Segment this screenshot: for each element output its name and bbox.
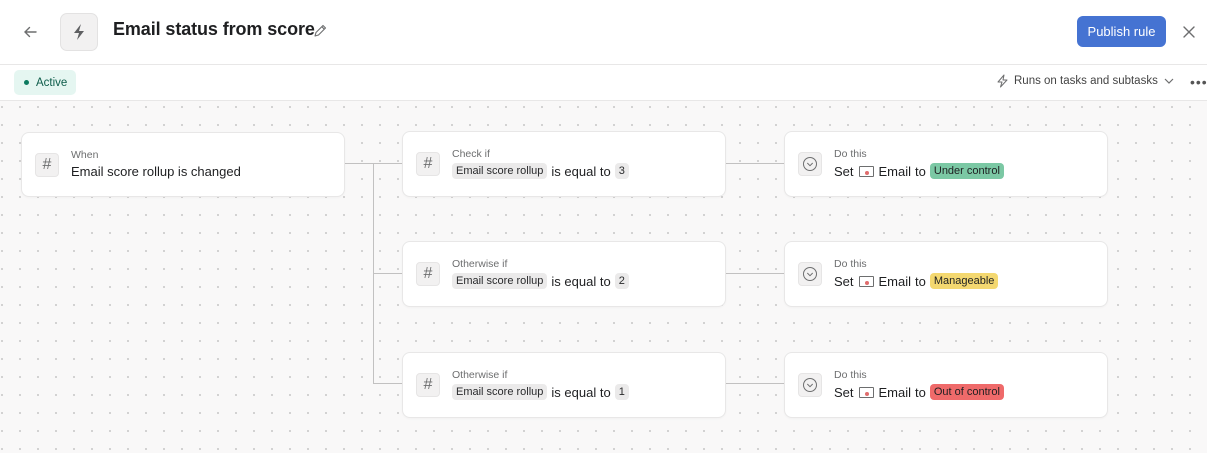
lightning-icon <box>74 24 84 40</box>
close-button[interactable] <box>1178 21 1200 43</box>
rule-header: Email status from score Publish rule <box>0 0 1207 65</box>
lightning-outline-icon <box>997 74 1008 88</box>
trigger-label: When <box>71 149 99 161</box>
option-badge[interactable]: Under control <box>929 163 1004 179</box>
workflow-canvas[interactable]: # When Email score rollup is changed # C… <box>0 101 1207 453</box>
connector-line <box>725 383 785 384</box>
email-field-icon <box>858 275 874 287</box>
back-button[interactable] <box>18 20 42 44</box>
chevron-circle-icon <box>798 373 822 397</box>
operator-text: is equal to <box>551 384 611 400</box>
chevron-circle-icon <box>798 152 822 176</box>
connector-line <box>373 383 403 384</box>
pencil-icon <box>314 24 327 37</box>
condition-body: Email score rollup is equal to 2 <box>452 273 629 289</box>
option-badge[interactable]: Out of control <box>929 384 1004 400</box>
hash-icon: # <box>416 373 440 397</box>
more-horizontal-icon: ••• <box>1190 74 1207 90</box>
condition-label: Otherwise if <box>452 369 508 381</box>
value-chip[interactable]: 2 <box>614 273 629 289</box>
hash-icon: # <box>416 152 440 176</box>
field-name: Email <box>878 163 912 179</box>
to-text: to <box>915 163 926 179</box>
field-name: Email <box>878 273 912 289</box>
action-card[interactable]: Do this Set Email to Under control <box>784 131 1108 197</box>
more-options-button[interactable]: ••• <box>1190 74 1207 90</box>
close-icon <box>1183 26 1195 38</box>
rule-subbar: Active Runs on tasks and subtasks ••• <box>0 65 1207 101</box>
runs-on-label: Runs on tasks and subtasks <box>1014 75 1158 87</box>
status-badge: Active <box>14 70 77 95</box>
rule-icon-tile <box>60 13 98 51</box>
action-body: Set Email to Out of control <box>834 384 1004 400</box>
to-text: to <box>915 384 926 400</box>
set-text: Set <box>834 163 854 179</box>
operator-text: is equal to <box>551 273 611 289</box>
action-card[interactable]: Do this Set Email to Out of control <box>784 352 1108 418</box>
condition-card[interactable]: # Check if Email score rollup is equal t… <box>402 131 726 197</box>
email-field-icon <box>858 165 874 177</box>
operator-text: is equal to <box>551 163 611 179</box>
field-name: Email <box>878 384 912 400</box>
status-text: Active <box>36 76 68 89</box>
runs-on-dropdown[interactable]: Runs on tasks and subtasks <box>996 74 1175 88</box>
chevron-circle-icon <box>798 262 822 286</box>
action-body: Set Email to Manageable <box>834 273 999 289</box>
condition-body: Email score rollup is equal to 3 <box>452 163 629 179</box>
condition-label: Check if <box>452 148 490 160</box>
value-chip[interactable]: 1 <box>614 384 629 400</box>
hash-icon: # <box>35 153 59 177</box>
field-chip[interactable]: Email score rollup <box>452 273 548 289</box>
arrow-left-icon <box>24 26 37 38</box>
value-chip[interactable]: 3 <box>614 163 629 179</box>
condition-body: Email score rollup is equal to 1 <box>452 384 629 400</box>
email-field-icon <box>858 386 874 398</box>
option-badge[interactable]: Manageable <box>929 273 999 289</box>
condition-card[interactable]: # Otherwise if Email score rollup is equ… <box>402 241 726 307</box>
condition-label: Otherwise if <box>452 258 508 270</box>
action-card[interactable]: Do this Set Email to Manageable <box>784 241 1108 307</box>
action-label: Do this <box>834 258 867 270</box>
chevron-down-icon <box>1164 78 1174 84</box>
edit-title-button[interactable] <box>311 22 329 40</box>
set-text: Set <box>834 273 854 289</box>
trigger-card[interactable]: # When Email score rollup is changed <box>21 132 345 197</box>
to-text: to <box>915 273 926 289</box>
connector-line <box>725 163 785 164</box>
action-label: Do this <box>834 148 867 160</box>
action-body: Set Email to Under control <box>834 163 1004 179</box>
hash-icon: # <box>416 262 440 286</box>
connector-line <box>725 273 785 274</box>
field-chip[interactable]: Email score rollup <box>452 163 548 179</box>
page-title: Email status from score <box>113 19 315 39</box>
status-dot-icon <box>24 80 29 85</box>
condition-card[interactable]: # Otherwise if Email score rollup is equ… <box>402 352 726 418</box>
publish-rule-button[interactable]: Publish rule <box>1077 16 1166 47</box>
trigger-text: Email score rollup is changed <box>71 164 241 179</box>
connector-line <box>373 273 403 274</box>
action-label: Do this <box>834 369 867 381</box>
field-chip[interactable]: Email score rollup <box>452 384 548 400</box>
set-text: Set <box>834 384 854 400</box>
